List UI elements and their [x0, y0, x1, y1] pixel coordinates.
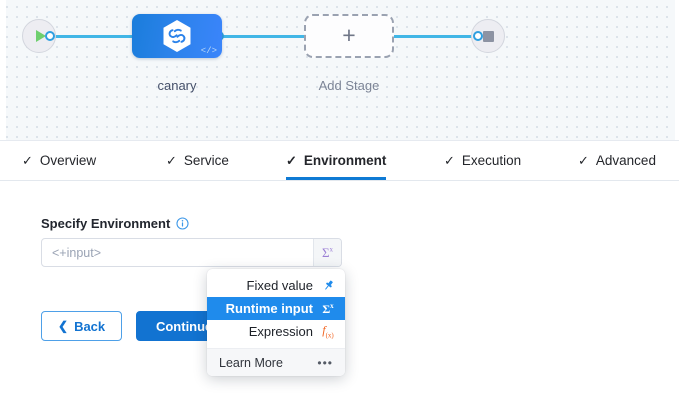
code-icon: </>	[200, 46, 217, 56]
info-icon[interactable]	[176, 217, 189, 230]
chevron-left-icon: ❮	[58, 319, 69, 333]
stage-label-canary: canary	[157, 78, 197, 93]
runtime-input-toggle-button[interactable]: Σx	[313, 239, 341, 266]
port-start-out[interactable]	[45, 31, 55, 41]
tab-execution[interactable]: ✓ Execution	[444, 141, 521, 180]
harness-hexagon-icon	[163, 20, 191, 52]
sigma-icon: Σx	[322, 301, 334, 316]
fx-icon: f(x)	[322, 322, 334, 340]
add-stage-node[interactable]: +	[304, 14, 394, 58]
pin-icon	[321, 279, 335, 293]
check-icon: ✓	[444, 153, 455, 168]
tab-advanced[interactable]: ✓ Advanced	[578, 141, 656, 180]
tab-overview[interactable]: ✓ Overview	[22, 141, 96, 180]
specify-environment-input[interactable]	[42, 239, 313, 266]
connector-addstage-to-end	[390, 35, 478, 38]
more-dots-icon[interactable]: •••	[317, 355, 333, 370]
plus-icon: +	[342, 21, 356, 48]
step-tabs: ✓ Overview ✓ Service ✓ Environment ✓ Exe…	[0, 141, 679, 181]
tab-label: Advanced	[595, 153, 656, 168]
connector-start-to-canary	[50, 35, 146, 38]
runtime-input-sigma-icon: Σx	[321, 245, 334, 260]
tab-environment[interactable]: ✓ Environment	[286, 141, 387, 180]
dropdown-item-runtime-input[interactable]: Runtime input Σx	[207, 297, 345, 320]
check-icon: ✓	[22, 153, 33, 168]
tab-label: Environment	[303, 153, 387, 168]
field-label-text: Specify Environment	[41, 216, 171, 231]
dropdown-item-label: Expression	[248, 324, 313, 339]
check-icon: ✓	[578, 153, 589, 168]
dropdown-item-label: Runtime input	[225, 301, 313, 316]
canvas-left-gutter	[0, 0, 6, 140]
continue-button-label: Continue	[155, 318, 213, 334]
input-type-dropdown[interactable]: Fixed value Runtime input Σx Expression	[207, 269, 345, 376]
canvas-right-gutter	[675, 0, 679, 140]
pipeline-canvas[interactable]: </> + canary Add Stage	[0, 0, 679, 141]
dropdown-learn-more-row[interactable]: Learn More •••	[207, 348, 345, 376]
dropdown-item-label: Fixed value	[246, 278, 313, 293]
tab-service[interactable]: ✓ Service	[166, 141, 229, 180]
check-icon: ✓	[166, 153, 177, 168]
specify-environment-label: Specify Environment	[41, 216, 189, 231]
stop-icon	[482, 30, 494, 42]
tab-label: Service	[183, 153, 229, 168]
connector-canary-to-addstage	[220, 35, 312, 38]
dropdown-item-fixed-value[interactable]: Fixed value	[207, 274, 345, 297]
add-stage-label: Add Stage	[318, 78, 380, 93]
stage-node-canary[interactable]: </>	[132, 14, 222, 58]
active-tab-indicator	[286, 177, 387, 180]
pipeline-start-node[interactable]	[22, 19, 56, 53]
back-button[interactable]: ❮ Back	[41, 311, 123, 341]
tab-label: Overview	[39, 153, 97, 168]
specify-environment-input-group[interactable]: Σx	[41, 238, 342, 267]
dropdown-item-expression[interactable]: Expression f(x)	[207, 320, 345, 343]
wizard-button-row: ❮ Back Continue	[41, 311, 233, 341]
learn-more-label: Learn More	[219, 355, 283, 370]
back-button-label: Back	[74, 318, 106, 334]
pipeline-end-node[interactable]	[471, 19, 505, 53]
tab-label: Execution	[461, 153, 522, 168]
port-end-in[interactable]	[473, 31, 483, 41]
play-icon	[35, 30, 46, 42]
check-icon: ✓	[286, 153, 297, 168]
